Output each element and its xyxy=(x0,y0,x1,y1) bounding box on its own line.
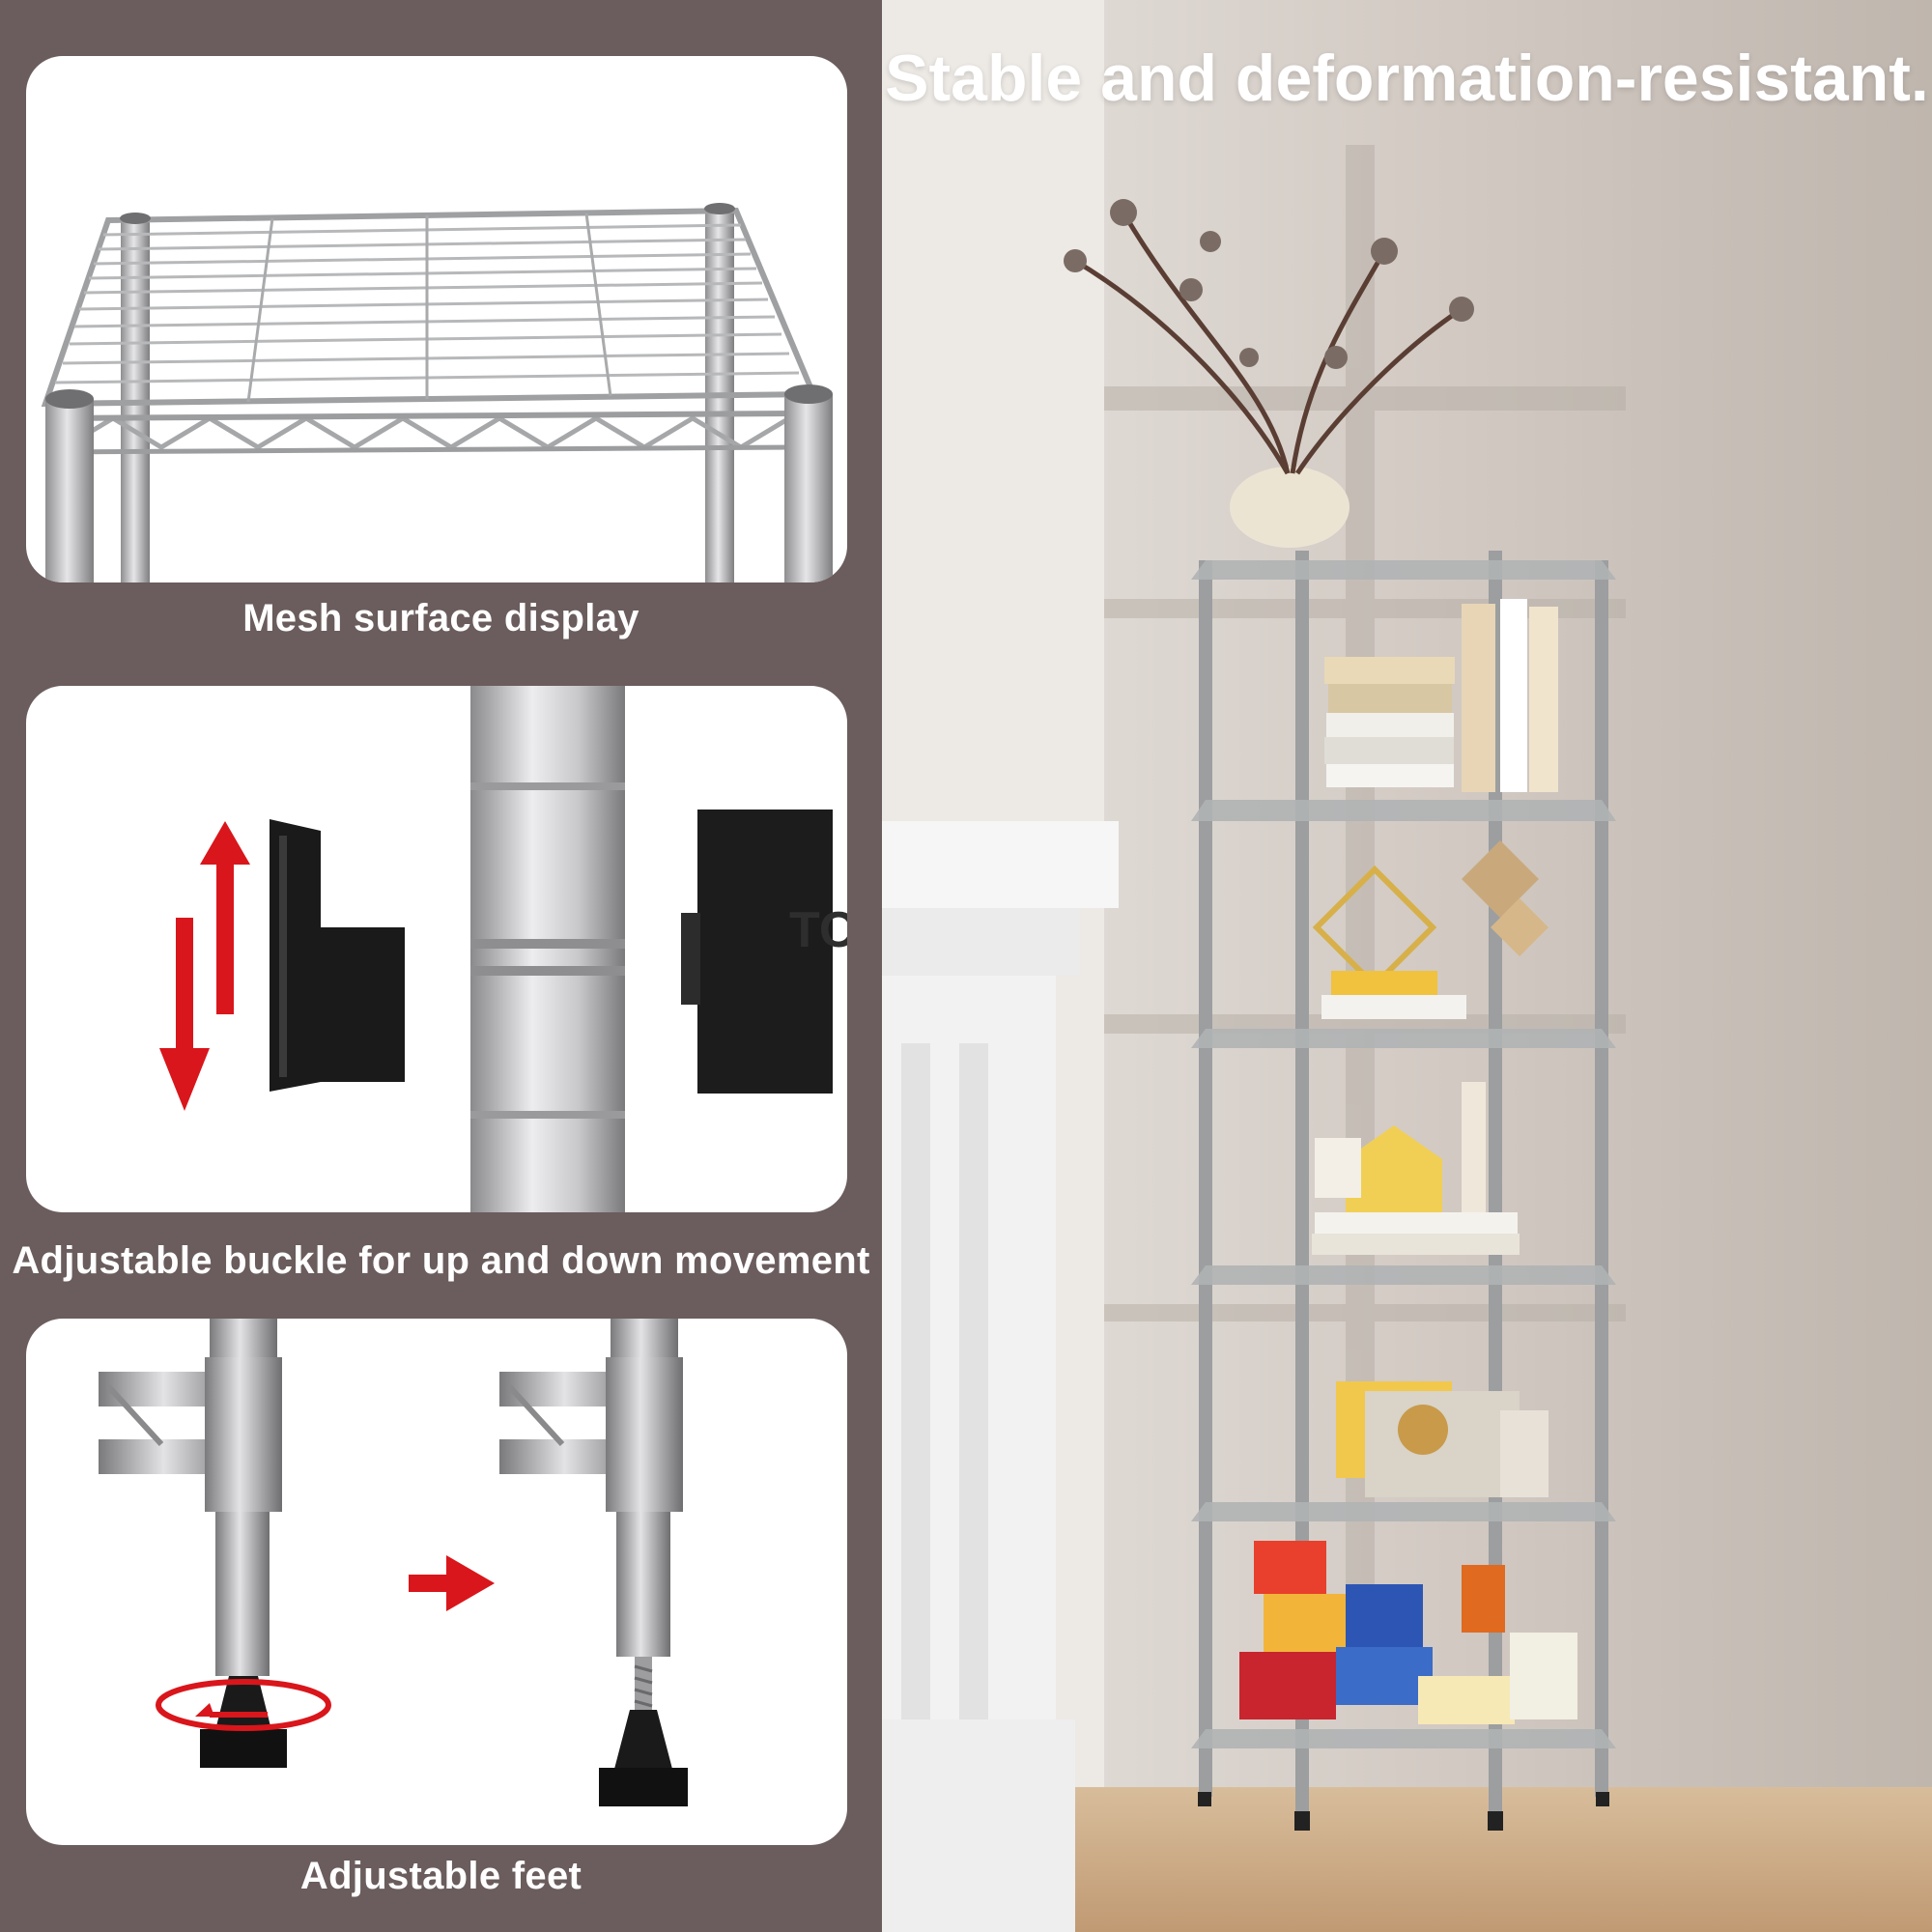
foot-before xyxy=(99,1319,287,1768)
mesh-surface-caption: Mesh surface display xyxy=(242,597,639,639)
decor-shelf-3 xyxy=(1312,1082,1520,1255)
room-scene xyxy=(882,0,1932,1932)
headline: Stable and deformation-resistant. xyxy=(885,42,1929,115)
open-buckle-clip xyxy=(270,819,405,1092)
wire-shelves xyxy=(1191,560,1616,1748)
feet-card xyxy=(26,1319,847,1845)
buckle-illustration: TO xyxy=(159,686,847,1212)
foot-after xyxy=(499,1319,688,1806)
vase-with-branches xyxy=(1064,199,1474,548)
shelving-unit-photo xyxy=(882,0,1932,1932)
up-down-arrows-icon xyxy=(159,821,250,1111)
white-fireplace xyxy=(882,821,1119,1932)
decor-shelf-2 xyxy=(1312,840,1548,1019)
buckle-card: TO xyxy=(26,686,847,1212)
decor-shelf-4 xyxy=(1336,1381,1548,1497)
rotate-arrow-icon xyxy=(156,1679,331,1731)
feet-caption: Adjustable feet xyxy=(299,1855,582,1897)
mesh-surface-card xyxy=(26,56,847,582)
closed-buckle-clip: TO xyxy=(681,810,847,1094)
snacks-shelf-5 xyxy=(1239,1541,1577,1724)
feet-illustration xyxy=(99,1319,688,1806)
books-shelf-1 xyxy=(1324,599,1558,792)
feature-panel: Mesh surface display xyxy=(0,0,882,1932)
mesh-shelf-illustration xyxy=(41,203,833,582)
right-arrow-icon xyxy=(409,1555,495,1611)
buckle-caption: Adjustable buckle for up and down moveme… xyxy=(12,1239,870,1282)
svg-text:TO: TO xyxy=(789,902,847,958)
shelf-pole xyxy=(470,686,625,1212)
